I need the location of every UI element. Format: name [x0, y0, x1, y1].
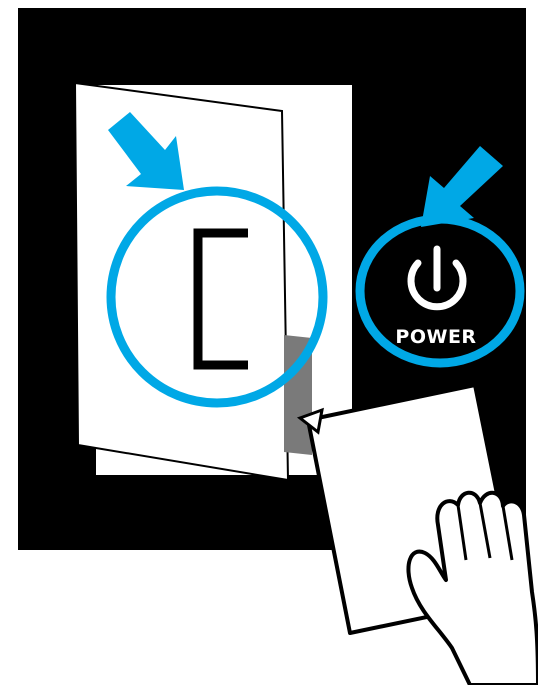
arrow-icon [421, 146, 503, 227]
slot [284, 335, 312, 455]
power-icon [407, 245, 467, 311]
power-label: POWER [395, 326, 476, 348]
highlight-circle-door [106, 186, 328, 408]
hand-icon [406, 490, 538, 685]
arrow-icon [108, 112, 184, 190]
door-display-glyph [193, 228, 248, 370]
